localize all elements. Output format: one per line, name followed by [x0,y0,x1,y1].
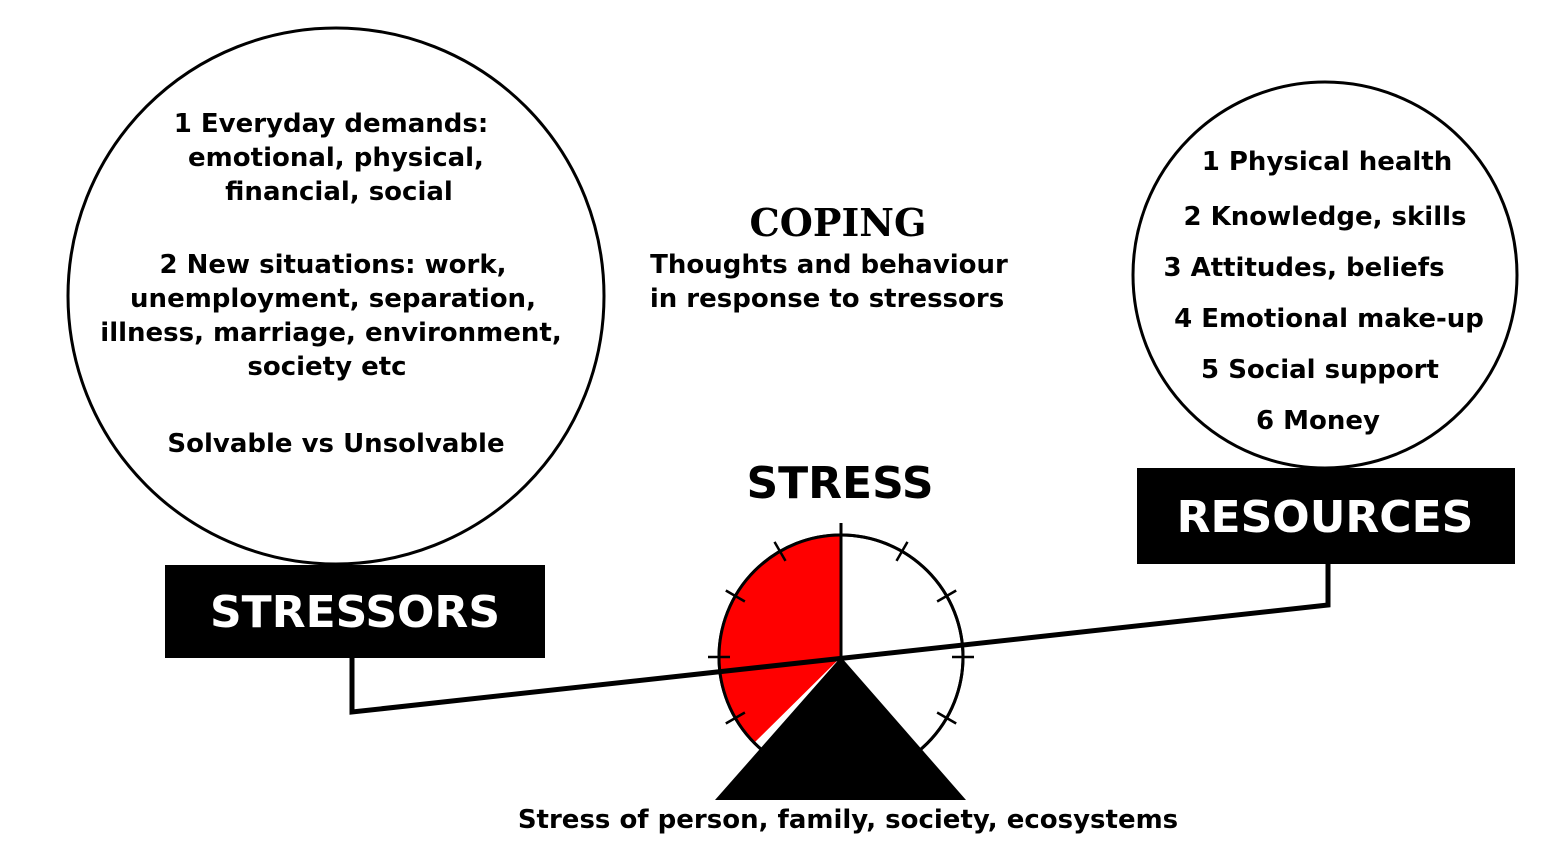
resources-box [1137,468,1515,564]
resource-item: 4 Emotional make-up [1174,304,1484,334]
gauge-tick [725,711,746,725]
stressors-circle [66,26,606,566]
resources-label: RESOURCES [1177,492,1474,543]
resource-item: 1 Physical health [1202,147,1453,177]
fulcrum-triangle [715,657,966,800]
stressors-text: 1 Everyday demands: emotional, physical,… [100,109,561,459]
stressor-line: financial, social [225,177,453,207]
gauge-tick [936,589,957,603]
resource-item: 6 Money [1256,406,1380,436]
coping-title: COPING [750,200,927,245]
stressor-line: 2 New situations: work, [160,250,507,280]
stressor-line: Solvable vs Unsolvable [167,429,504,459]
stress-title: STRESS [746,458,933,509]
gauge-ticks [708,541,974,725]
stressors-label: STRESSORS [210,587,500,638]
resource-item: 3 Attitudes, beliefs [1163,253,1444,283]
stressor-line: emotional, physical, [188,143,484,173]
coping-line-1: Thoughts and behaviour [650,250,1008,280]
gauge-red-fill [718,534,841,743]
resource-item: 2 Knowledge, skills [1184,202,1467,232]
gauge-tick [725,589,746,603]
stressors-box [165,565,545,658]
gauge-tick [936,711,957,725]
gauge-tick [773,541,787,562]
stressor-line: society etc [247,352,406,382]
resources-text: 1 Physical health 2 Knowledge, skills 3 … [1163,147,1483,436]
stressor-line: unemployment, separation, [130,284,536,314]
resource-item: 5 Social support [1201,355,1439,385]
gauge-tick [895,541,909,562]
coping-block: COPING Thoughts and behaviour in respons… [650,200,1008,314]
stressor-line: illness, marriage, environment, [100,318,561,348]
coping-line-2: in response to stressors [650,284,1004,314]
stress-caption: Stress of person, family, society, ecosy… [518,805,1178,835]
stressor-line: 1 Everyday demands: [174,109,489,139]
